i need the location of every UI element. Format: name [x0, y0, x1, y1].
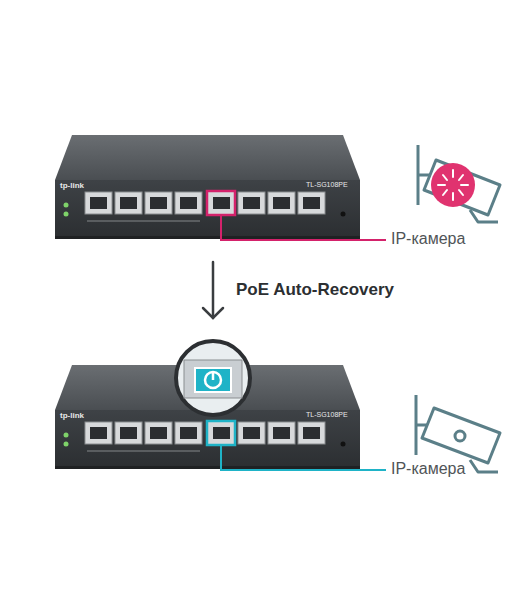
device-label: IP-камера: [391, 230, 465, 248]
recovery-magnifier: [176, 341, 250, 415]
camera-icon: [418, 145, 500, 222]
cyan-wire: [221, 446, 386, 470]
fault-badge: [431, 163, 475, 207]
switch-bottom: [55, 365, 360, 469]
switch-top: [55, 135, 360, 239]
device-label: IP-камера: [391, 460, 465, 478]
pink-wire: [221, 216, 386, 240]
model-text: TL-SG108PE: [306, 181, 348, 189]
model-text: TL-SG108PE: [306, 411, 348, 419]
brand-text: tp-link: [60, 181, 84, 190]
brand-text: tp-link: [60, 411, 84, 420]
down-arrow: [203, 262, 223, 318]
feature-title: PoE Auto-Recovery: [236, 280, 394, 300]
